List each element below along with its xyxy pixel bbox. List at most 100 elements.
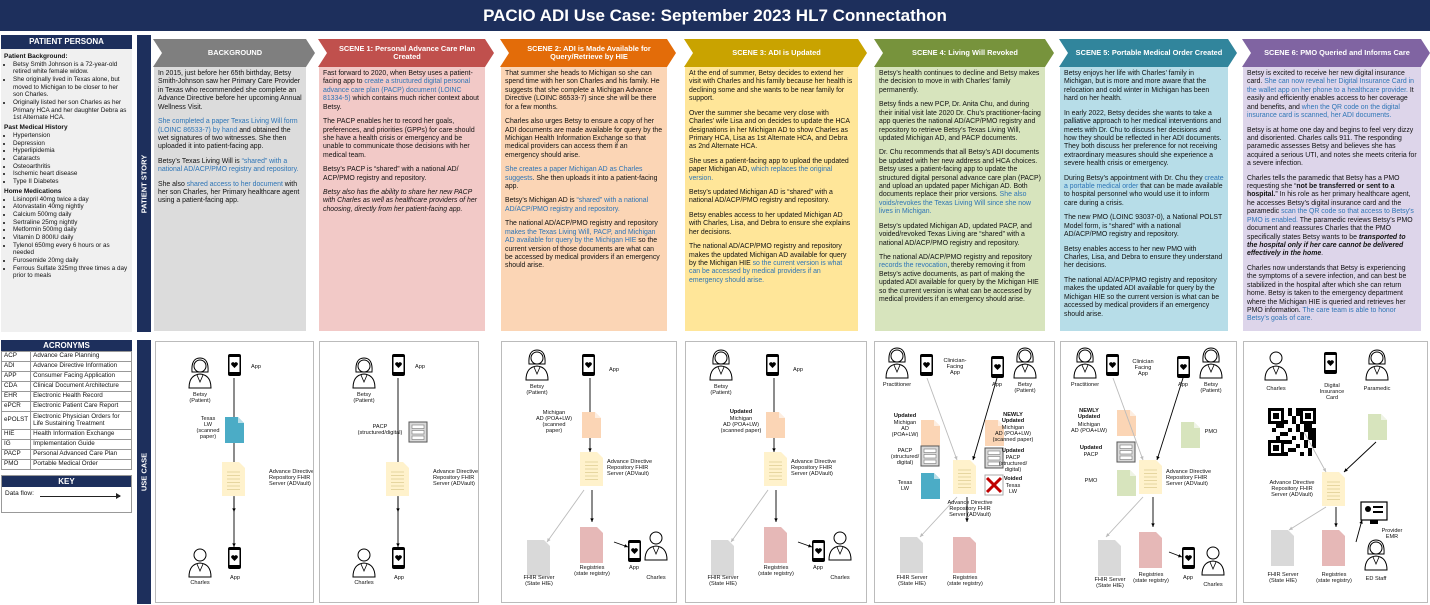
- texas-lw-doc-icon: [225, 417, 244, 443]
- story-paragraph: The national AD/ACP/PMO registry and rep…: [505, 220, 663, 271]
- scene-story-5: Betsy enjoys her life with Charles’ fami…: [1060, 67, 1228, 331]
- diagram-label-bold: Updated: [729, 409, 753, 415]
- updated-pacp-icon: [920, 445, 940, 467]
- pmh-title: Past Medical History: [4, 124, 68, 132]
- story-paragraph: Betsy’s PACP is “shared” with a national…: [323, 166, 481, 183]
- story-paragraph: In 2015, just before her 65th birthday, …: [158, 70, 302, 112]
- diagram-label: Betsy (Patient): [1200, 382, 1222, 395]
- scene-story-3: At the end of summer, Betsy decides to e…: [685, 67, 858, 331]
- diagram-label: Digital Insurance Card: [1319, 383, 1345, 402]
- scene-story-2: That summer she heads to Michigan so she…: [501, 67, 667, 331]
- acronym-abbr: IG: [0, 439, 32, 450]
- story-text: with her son Charles, her Primary health…: [158, 180, 300, 205]
- acronym-abbr: ACP: [0, 351, 32, 362]
- story-text: Betsy’s Michigan AD is: [505, 197, 577, 205]
- story-paragraph: The new PMO (LOINC 93037-0), a National …: [1064, 214, 1224, 239]
- use-case-label: USE CASE: [139, 452, 149, 492]
- patient-persona-heading: PATIENT PERSONA: [1, 35, 132, 49]
- story-text: At the end of summer, Betsy decides to e…: [689, 70, 853, 103]
- story-paragraph: Betsy finds a new PCP, Dr. Anita Chu, an…: [879, 101, 1041, 143]
- acronym-meaning: Clinical Document Architecture: [30, 381, 132, 392]
- diagram-label: Paramedic: [1363, 386, 1391, 392]
- use-case-svg-1: [352, 354, 428, 578]
- diagram-label: Michigan AD (POA+LW) (scanned paper): [992, 425, 1034, 444]
- story-paragraph: The PACP enables her to record her goals…: [323, 118, 481, 160]
- diagram-label: ED Staff: [1365, 576, 1387, 582]
- flow-arrow-2-head: [590, 518, 594, 522]
- diagram-label-bold: Voided: [1003, 476, 1023, 482]
- story-text: Betsy enables access to her updated Mich…: [689, 211, 851, 236]
- diagram-label: Betsy (Patient): [353, 392, 375, 405]
- story-text: Betsy’s PACP is “shared” with a national…: [323, 166, 459, 182]
- diagram-label: App: [793, 367, 803, 373]
- betsy-avatar-icon: [352, 357, 376, 389]
- diagram-label-bold: Updated: [1001, 448, 1025, 454]
- acronym-abbr: PMO: [0, 459, 32, 470]
- scene-story-1: Fast forward to 2020, when Betsy uses a …: [319, 67, 485, 331]
- story-text: Betsy is at home one day and begins to f…: [1247, 126, 1417, 168]
- pmh-list: HypertensionDepressionHyperlipidemiaCata…: [13, 132, 129, 186]
- diagram-label-bold: Updated: [893, 413, 917, 419]
- diagram-label: Advance Directive Repository FHIR Server…: [607, 459, 653, 478]
- story-text: Betsy also has the ability to share her …: [323, 189, 477, 213]
- story-text: which contains much richer context about…: [323, 95, 479, 111]
- diagram-label: Registries (state registry): [758, 565, 794, 578]
- app-phone-icon: [766, 354, 779, 376]
- flow-arrow-3-head: [547, 538, 551, 542]
- story-paragraph: Betsy’s health continues to decline and …: [879, 70, 1041, 95]
- charles-avatar-icon: [188, 548, 212, 578]
- repository-icon: [1139, 460, 1162, 494]
- ed-staff-avatar-icon: [1364, 539, 1388, 571]
- meds-item: Atorvastatin 40mg nightly: [13, 203, 129, 211]
- meds-item: Calcium 500mg daily: [13, 211, 129, 219]
- clinician-app-icon: [1106, 354, 1119, 376]
- diagram-label-bold: NEWLY Updated: [1077, 408, 1101, 421]
- story-text: She uses a patient-facing app to upload …: [689, 157, 849, 174]
- diagram-label: Registries (state registry): [574, 565, 610, 578]
- diagram-label: Charles: [1203, 582, 1223, 588]
- clinician-app-icon: [920, 354, 933, 376]
- story-paragraph: In early 2022, Betsy decides she wants t…: [1064, 110, 1224, 169]
- diagram-label: Michigan AD (POA+LW): [1070, 422, 1108, 435]
- flow-arrow-head: [954, 456, 958, 460]
- repository-icon: [580, 452, 603, 486]
- story-text: That summer she heads to Michigan so she…: [505, 70, 660, 111]
- story-text: and obtained the wet signatures of two w…: [158, 126, 291, 151]
- pmo-doc-icon-2: [1181, 422, 1200, 448]
- flow-arrow-4-head: [808, 544, 812, 548]
- story-text: create a portable medical order: [1064, 174, 1224, 191]
- story-paragraph: Betsy is excited to receive her new digi…: [1247, 70, 1417, 121]
- story-paragraph: Betsy also has the ability to share her …: [323, 189, 481, 214]
- story-text: .: [1321, 250, 1324, 258]
- betsy-avatar-icon: [1013, 347, 1037, 379]
- story-text: shared access to her document: [186, 180, 283, 188]
- updated-michigan-ad-doc-icon: [921, 420, 940, 446]
- story-paragraph: That summer she heads to Michigan so she…: [505, 70, 663, 112]
- diagram-label: PACP: [1083, 452, 1099, 458]
- acronym-meaning: Advance Care Planning: [30, 351, 132, 362]
- diagram-label: Charles: [190, 580, 210, 586]
- patient-story-label: PATIENT STORY: [139, 154, 149, 213]
- page-title: PACIO ADI Use Case: September 2023 HL7 C…: [0, 0, 1430, 31]
- story-text: “shared” with a national AD/ACP/PMO regi…: [158, 157, 299, 174]
- acronym-abbr: APP: [0, 371, 32, 382]
- registries-icon: [580, 527, 603, 563]
- repository-icon: [953, 460, 976, 494]
- flow-arrow-head: [1322, 468, 1326, 472]
- flow-arrow-3-head: [731, 538, 735, 542]
- michigan-ad-doc-icon: [582, 412, 601, 438]
- fhir-server-icon: [1271, 530, 1294, 566]
- flow-arrow-2-head: [1344, 468, 1348, 472]
- diagram-label: Michigan AD (POA+LW): [891, 420, 919, 439]
- texas-lw-doc-icon: [921, 473, 940, 499]
- meds-item: Metformin 500mg daily: [13, 226, 129, 234]
- story-paragraph: Charles tells the paramedic that Betsy h…: [1247, 175, 1417, 259]
- scene-header-3: SCENE 3: ADI is Updated: [684, 39, 867, 67]
